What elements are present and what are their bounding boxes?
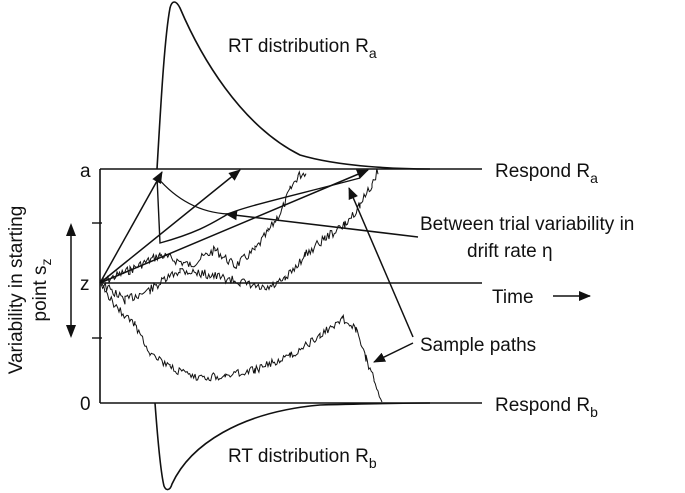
drift-arrow-1 (99, 171, 163, 284)
respond-a-label: Respond Ra (495, 161, 598, 186)
sz-arrow-head-down (66, 325, 76, 338)
sample-path-lower (99, 279, 383, 403)
rt-distribution-top-curve (156, 1, 431, 170)
rt-distribution-bottom-curve (154, 402, 431, 491)
respond-b-label: Respond Rb (495, 395, 598, 420)
sample-path-upper-2 (99, 168, 379, 305)
tick-0: 0 (80, 394, 91, 415)
sz-arrow-head-up (66, 223, 76, 236)
sample-paths-label: Sample paths (420, 335, 536, 356)
rt-distribution-bottom-label: RT distribution Rb (228, 446, 377, 471)
sample-paths-pointer-upper (348, 187, 414, 338)
y-axis-title-line2: point sz (30, 259, 54, 322)
drift-arrow-2 (99, 169, 241, 284)
drift-variability-label-line1: Between trial variability in (420, 214, 634, 235)
y-axis-title-line1: Variability in starting (6, 206, 27, 375)
y-axis-title: Variability in starting point sz (6, 206, 54, 375)
sample-paths-pointer-lower (373, 342, 414, 363)
drift-arrow-3 (99, 169, 369, 284)
drift-variability-label-line2: drift rate η (467, 241, 553, 262)
tick-z: z (80, 274, 90, 295)
time-label: Time (492, 287, 534, 308)
drift-label-pointer (225, 210, 419, 238)
tick-a: a (80, 161, 91, 182)
rt-distribution-top-label: RT distribution Ra (228, 36, 377, 61)
sample-path-upper-1 (99, 170, 307, 285)
